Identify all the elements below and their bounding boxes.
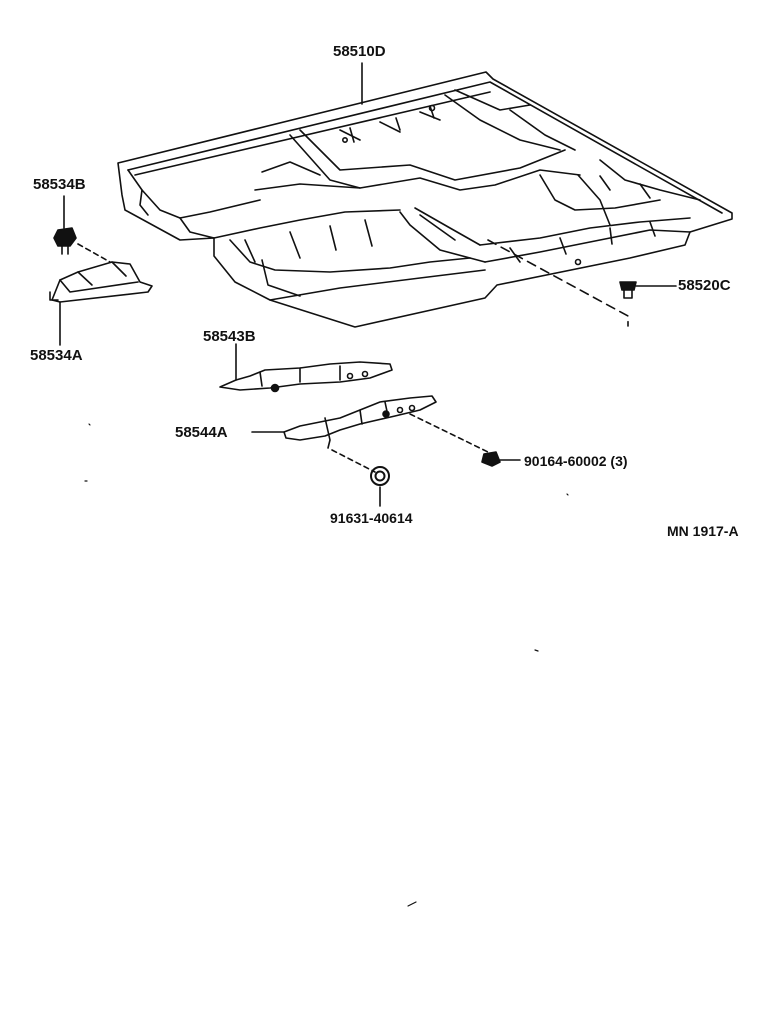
floor-carpet-drawing bbox=[117, 71, 733, 328]
nut-drawing bbox=[370, 466, 390, 507]
reinforcement-58544A-drawing bbox=[251, 395, 489, 473]
label-screw: 90164-60002 (3) bbox=[524, 453, 628, 469]
bracket-58534A-drawing bbox=[49, 261, 153, 346]
clip-58520C-drawing bbox=[487, 239, 677, 327]
label-nut: 91631-40614 bbox=[330, 510, 413, 526]
label-58520C: 58520C bbox=[678, 277, 731, 294]
label-58544A: 58544A bbox=[175, 424, 228, 441]
label-58543B: 58543B bbox=[203, 328, 256, 345]
screw-drawing bbox=[481, 451, 521, 467]
label-58510D: 58510D bbox=[333, 43, 386, 60]
clip-58534B-drawing bbox=[53, 195, 111, 263]
reinforcement-58543B-drawing bbox=[219, 343, 393, 393]
scan-specks bbox=[84, 423, 569, 907]
figure-code: MN 1917-A bbox=[667, 523, 739, 539]
label-58534B: 58534B bbox=[33, 176, 86, 193]
label-58534A: 58534A bbox=[30, 347, 83, 364]
